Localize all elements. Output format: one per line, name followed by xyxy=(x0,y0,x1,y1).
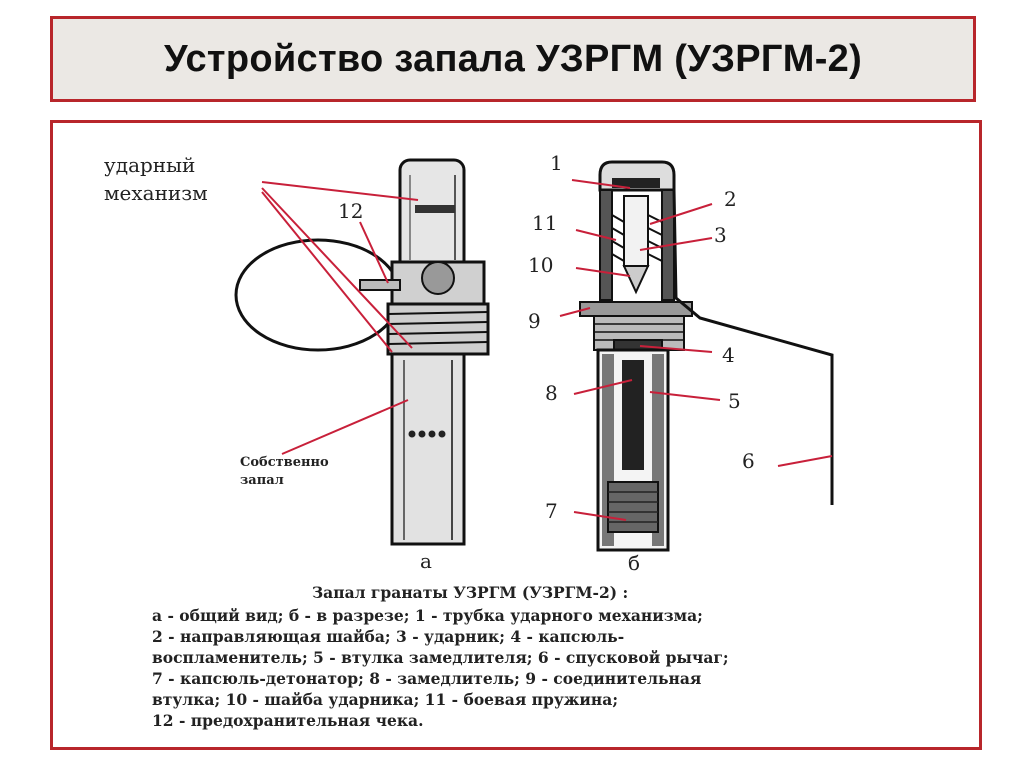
title-banner: Устройство запала УЗРГМ (УЗРГМ-2) xyxy=(50,16,976,102)
label-11: 11 xyxy=(532,211,557,235)
caption-title: Запал гранаты УЗРГМ (УЗРГМ-2) : xyxy=(312,583,629,602)
label-4: 4 xyxy=(722,343,735,367)
label-9: 9 xyxy=(528,309,541,333)
caption-line: а - общий вид; б - в разрезе; 1 - трубка… xyxy=(152,606,703,625)
fuse-cross-section xyxy=(579,160,834,552)
label-6: 6 xyxy=(742,449,755,473)
diagram-caption: Запал гранаты УЗРГМ (УЗРГМ-2) : а - общи… xyxy=(152,583,952,731)
caption-line: 7 - капсюль-детонатор; 8 - замедлитель; … xyxy=(152,669,702,688)
caption-line: 2 - направляющая шайба; 3 - ударник; 4 -… xyxy=(152,627,625,646)
fuse-general-view xyxy=(234,158,490,546)
label-10: 10 xyxy=(528,253,553,277)
caption-line: втулка; 10 - шайба ударника; 11 - боевая… xyxy=(152,690,619,709)
leader-lines-b xyxy=(559,179,833,521)
caption-line: воспламенитель; 5 - втулка замедлителя; … xyxy=(152,648,729,667)
label-own-fuse-1: Собственно xyxy=(240,455,329,470)
page-title: Устройство запала УЗРГМ (УЗРГМ-2) xyxy=(163,37,863,80)
leader-lines-a xyxy=(261,181,419,455)
label-12: 12 xyxy=(338,199,363,223)
label-view-a: а xyxy=(420,549,432,573)
label-5: 5 xyxy=(728,389,741,413)
label-own-fuse-2: запал xyxy=(240,473,284,488)
label-3: 3 xyxy=(714,223,727,247)
release-lever xyxy=(672,189,834,505)
label-view-b: б xyxy=(628,551,640,575)
caption-line: 12 - предохранительная чека. xyxy=(152,711,424,730)
label-2: 2 xyxy=(724,187,737,211)
label-1: 1 xyxy=(550,151,563,175)
fuse-body xyxy=(390,352,466,546)
label-8: 8 xyxy=(545,381,558,405)
safety-pin xyxy=(359,279,401,291)
label-7: 7 xyxy=(545,499,558,523)
diagram-frame xyxy=(50,120,982,750)
label-mechanism-1: ударный xyxy=(104,153,195,177)
label-mechanism-2: механизм xyxy=(104,181,208,205)
